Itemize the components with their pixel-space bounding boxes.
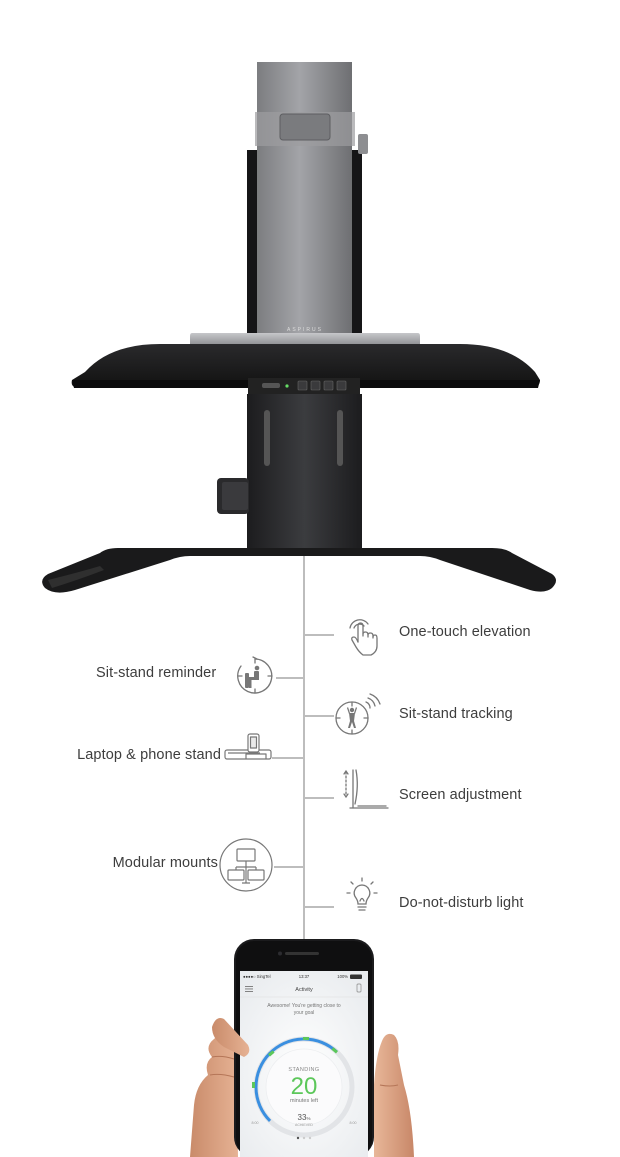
feature-label-tracking: Sit-stand tracking (399, 706, 513, 722)
phone-battery: 100% (337, 974, 348, 979)
left-thumb (212, 1018, 250, 1057)
minutes-value: 20 (291, 1073, 318, 1100)
modular-mounts-icon (219, 838, 273, 892)
feature-label-reminder: Sit-stand reminder (96, 665, 217, 681)
mount-plate (279, 113, 331, 141)
brand-mark: ASPIRUS (287, 327, 323, 333)
screen-title: Activity (295, 987, 313, 993)
percent-unit: % (306, 1116, 310, 1121)
screen-adjust-icon (343, 769, 389, 809)
percent-label: ACHIEVED (295, 1123, 313, 1127)
base-feet (42, 548, 556, 593)
connector-reminder (276, 677, 304, 679)
control-button-3 (323, 380, 334, 391)
ring-marker-2 (303, 1037, 309, 1040)
upper-column (257, 62, 352, 342)
connector-screen (304, 797, 334, 799)
connector-modular (274, 866, 304, 868)
minutes-label: minutes left (290, 1098, 319, 1104)
tracking-icon (335, 693, 381, 735)
control-button-2 (310, 380, 321, 391)
ring-marker-3 (331, 1047, 338, 1054)
mount-knob (358, 134, 368, 154)
percent-value: 33 (298, 1113, 307, 1122)
right-tick: 8:00 (350, 1121, 357, 1125)
connector-dnd (304, 906, 334, 908)
menu-icon[interactable] (245, 986, 253, 992)
ring-marker-1 (268, 1050, 275, 1057)
ring-marker-4 (252, 1082, 255, 1088)
feature-label-laptop-stand: Laptop & phone stand (77, 747, 221, 763)
progress-ring (252, 1036, 355, 1138)
feature-label-screen-adjust: Screen adjustment (399, 787, 522, 803)
standing-desk-illustration: ASPIRUS (42, 62, 556, 593)
feature-label-one-touch: One-touch elevation (399, 624, 531, 640)
control-button-1 (297, 380, 308, 391)
left-tick: 8:00 (252, 1121, 259, 1125)
phone-in-hands: ●●●●○ SingTel 13:37 100% Activity Awesom… (190, 939, 414, 1157)
laptop-phone-stand-icon (224, 733, 272, 760)
desk-surface (71, 344, 541, 388)
page-indicator (296, 1136, 312, 1140)
connector-laptop (272, 757, 304, 759)
feature-label-dnd-light: Do-not-disturb light (399, 895, 524, 911)
connector-tracking (304, 715, 334, 717)
right-hand (374, 1033, 414, 1157)
control-button-4 (336, 380, 347, 391)
reminder-clock-icon (237, 656, 273, 694)
touch-icon (349, 619, 378, 656)
phone-time: 13:37 (299, 974, 310, 979)
silver-shelf (190, 333, 420, 346)
goal-message: Awesome! You're getting close to your go… (267, 1003, 341, 1016)
phone-carrier: ●●●●○ SingTel (243, 974, 271, 979)
battery-icon (350, 974, 362, 979)
feature-label-modular: Modular mounts (112, 855, 218, 871)
mode-label: STANDING (288, 1067, 319, 1073)
light-bulb-icon (346, 877, 378, 911)
svg-text:33%: 33% (298, 1113, 311, 1122)
feature-trunk-line (303, 556, 305, 946)
left-hand (190, 1035, 238, 1157)
connector-one-touch (304, 634, 334, 636)
desk-status-icon[interactable] (356, 983, 362, 993)
